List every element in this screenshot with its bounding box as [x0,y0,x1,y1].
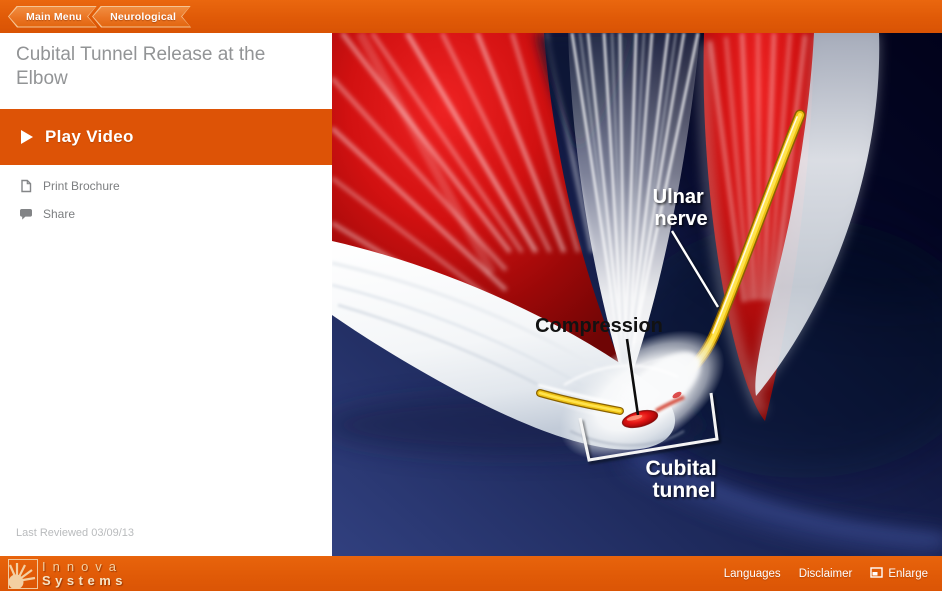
ulnar-nerve-lower [536,383,624,415]
epicondyle-highlight [755,33,880,396]
tendon-fiber-streaks [570,33,700,384]
share-label: Share [43,207,76,221]
breadcrumb-arrow-fill [9,7,96,27]
breadcrumb-neurological[interactable]: Neurological [92,6,191,28]
print-brochure-label: Print Brochure [43,179,120,193]
elbow-illustration: Ulnar nerve Compression Cubital tunnel [332,33,942,556]
sun-logo-icon [8,558,38,589]
breadcrumb-label: Neurological [110,10,177,23]
play-icon [21,130,33,144]
top-nav-bar: Main Menu Neurological [0,0,942,33]
logo-line1: Innova [42,558,124,574]
play-video-button[interactable]: Play Video [0,109,332,165]
breadcrumb-main-menu[interactable]: Main Menu [8,6,97,28]
content-panel: Cubital Tunnel Release at the Elbow Play… [0,33,332,556]
page-title: Cubital Tunnel Release at the Elbow [16,44,266,89]
disclaimer-label: Disclaimer [798,567,853,580]
annotation-lines [578,230,721,465]
share-link[interactable]: Share [19,207,75,221]
label-compression: Compression [535,315,663,337]
print-icon [19,179,33,193]
languages-label: Languages [723,567,781,580]
share-icon [19,207,33,221]
elbow-illustration-svg: Ulnar nerve Compression Cubital tunnel [332,33,942,556]
logo-line2: Systems [42,572,127,588]
compression-pointer-line [625,338,640,416]
muscle-fiber-streaks [708,33,807,303]
disclaimer-link[interactable]: Disclaimer [799,568,853,580]
last-reviewed-text: Last Reviewed 03/09/13 [16,527,135,539]
breadcrumb-label: Main Menu [26,10,83,23]
label-cubital-tunnel: Cubital tunnel [645,457,722,502]
ulnar-nerve-pointer-line [670,230,720,308]
languages-link[interactable]: Languages [724,568,781,580]
play-video-label: Play Video [45,127,134,146]
enlarge-label: Enlarge [888,567,928,580]
compression-site [621,409,659,429]
print-brochure-link[interactable]: Print Brochure [19,179,120,193]
innova-systems-logo: Innova Systems [8,558,127,589]
label-ulnar-nerve: Ulnar nerve [653,186,710,230]
breadcrumb-arrow-fill [93,7,190,27]
footer-bar: Innova Systems Languages Disclaimer Enla… [0,556,942,591]
footer-links: Languages Disclaimer Enlarge [724,566,928,581]
enlarge-link[interactable]: Enlarge [870,566,928,581]
enlarge-icon [870,566,884,581]
cubital-tunnel-bracket [578,392,719,462]
